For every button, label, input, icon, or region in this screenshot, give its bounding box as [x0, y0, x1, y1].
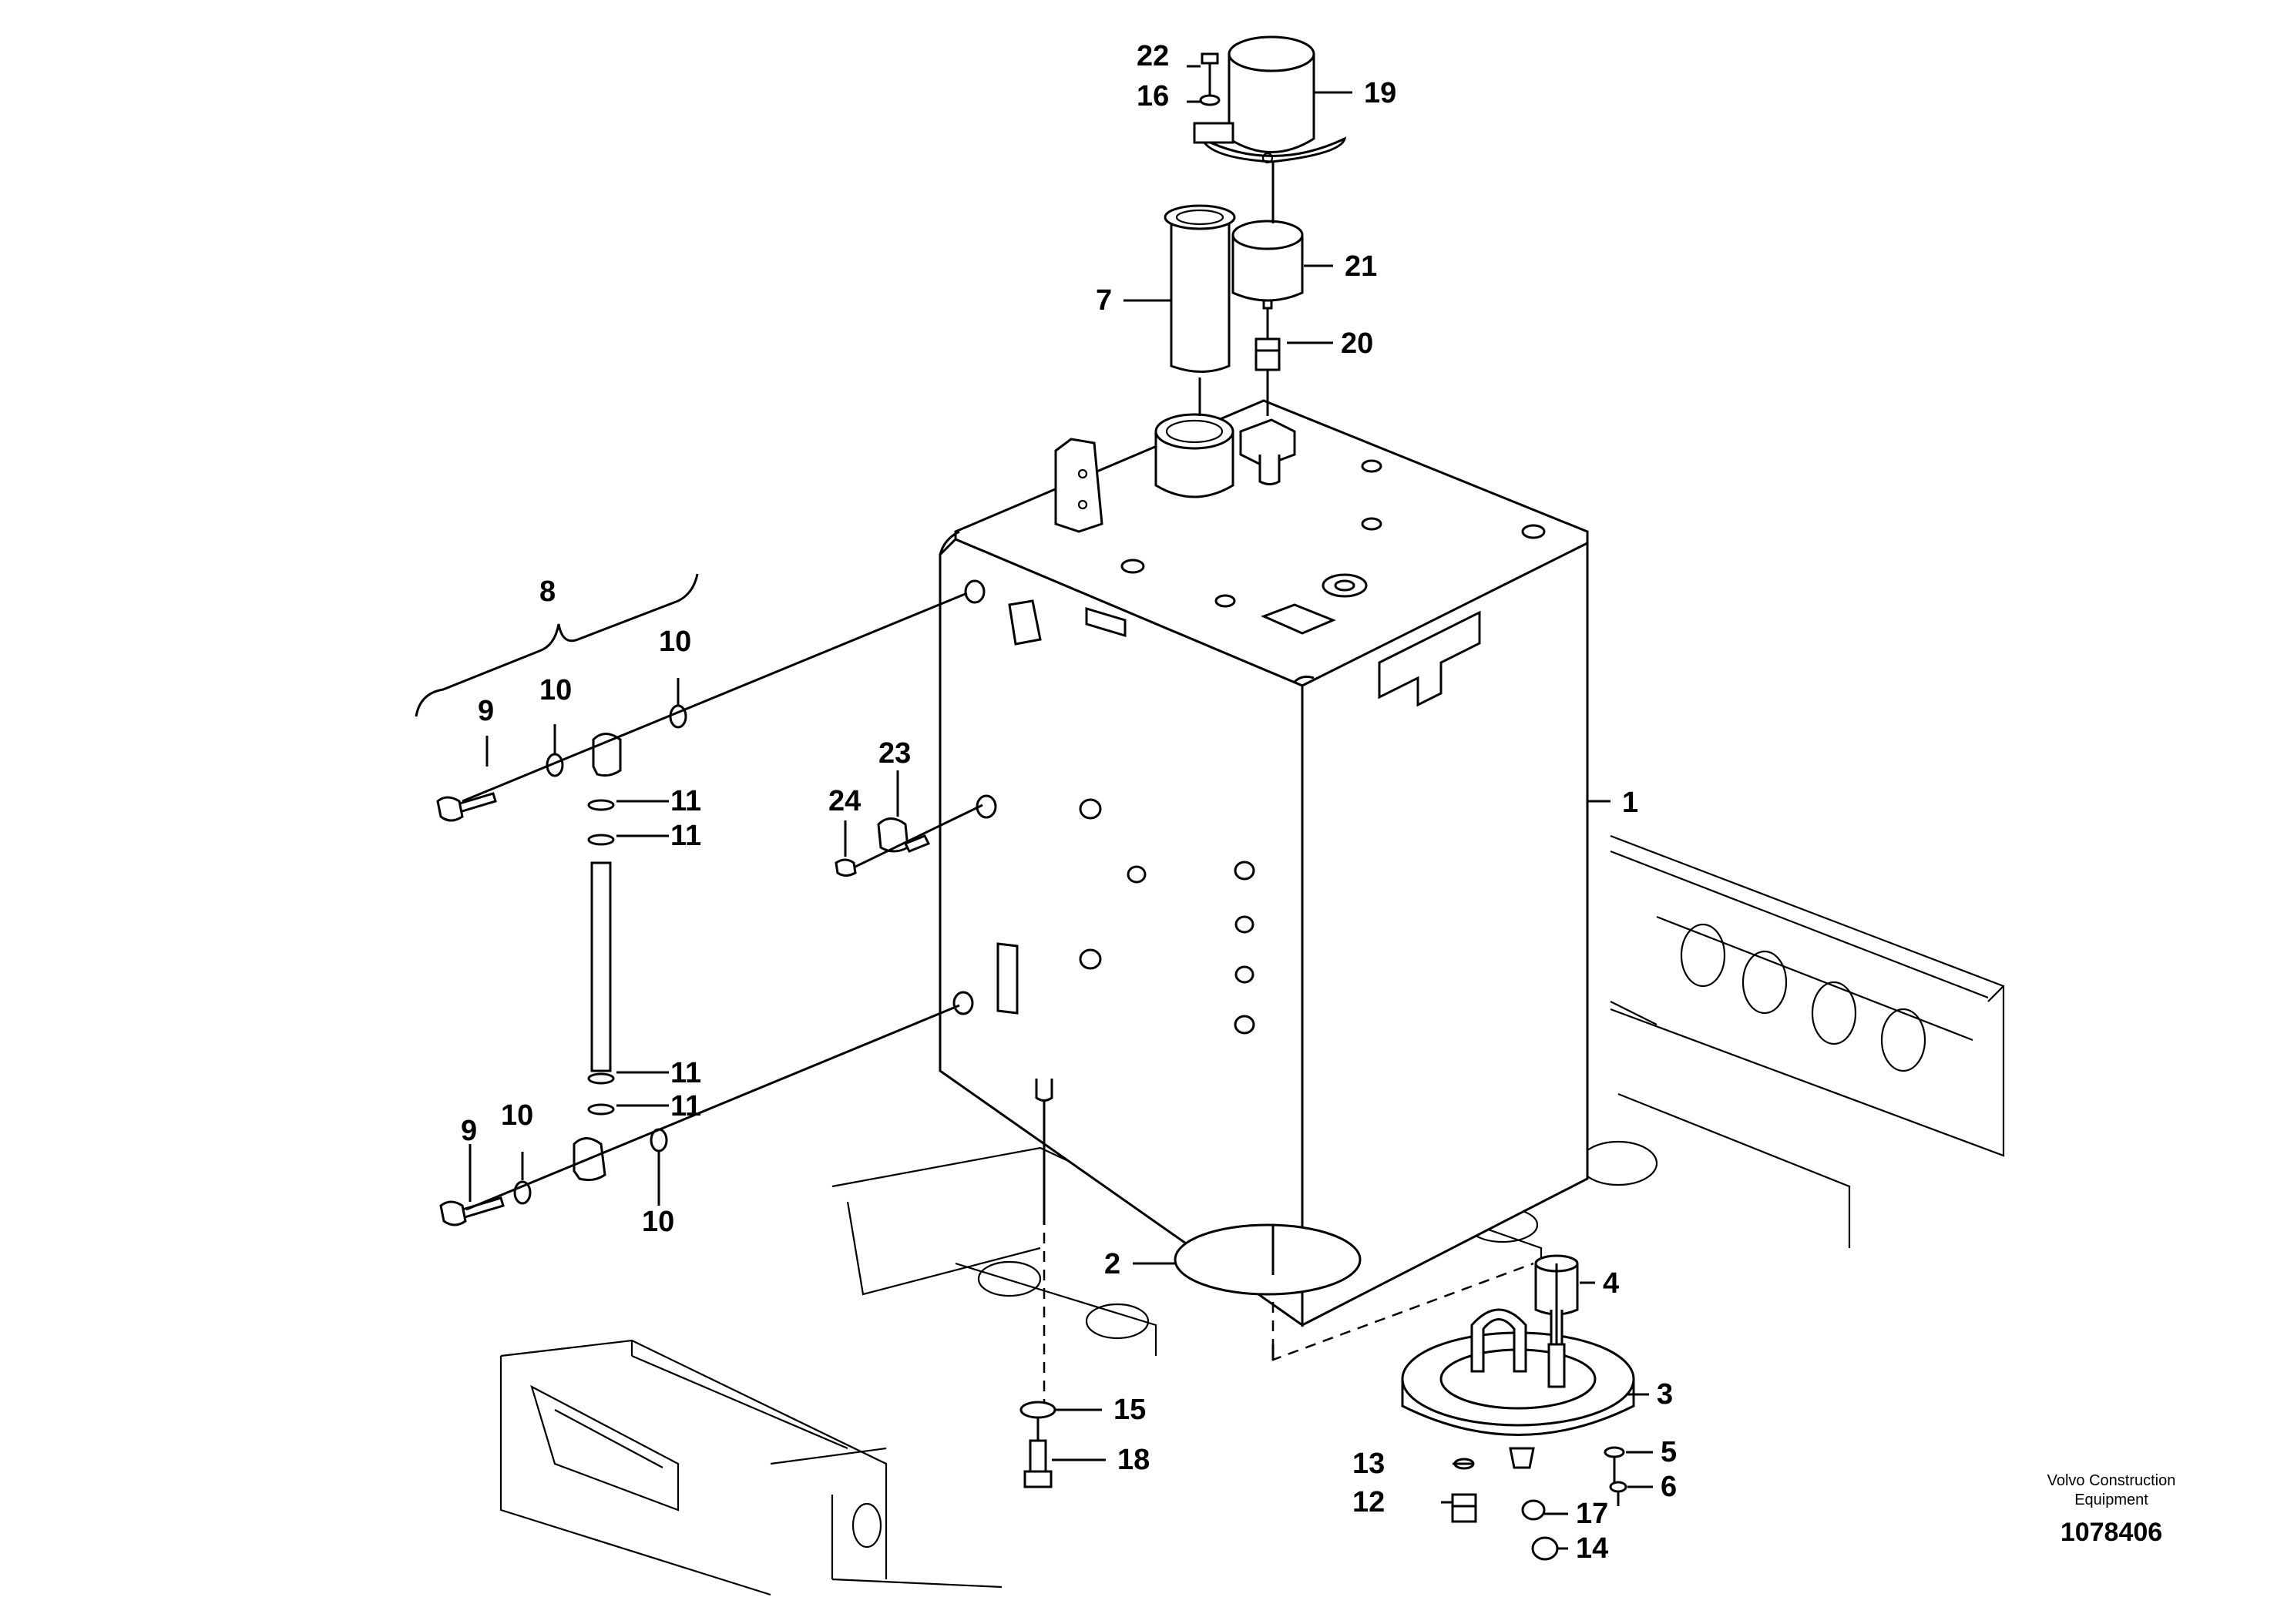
callout-7: 7	[1096, 284, 1112, 317]
callout-9b: 9	[461, 1115, 477, 1147]
callout-10d: 10	[642, 1206, 674, 1238]
callout-21: 21	[1345, 250, 1377, 283]
callout-12: 12	[1352, 1486, 1385, 1518]
callout-23: 23	[878, 737, 911, 770]
screw-6	[1609, 1481, 1627, 1506]
callout-15: 16	[1137, 80, 1169, 112]
callout-6: 6	[1661, 1471, 1677, 1503]
drain-plug-17	[1509, 1447, 1546, 1521]
callout-17: 17	[1576, 1498, 1608, 1530]
callout-10a: 10	[659, 626, 691, 658]
chassis-frame-left	[499, 1146, 1157, 1596]
callout-13: 13	[1352, 1448, 1385, 1480]
callout-24: 24	[828, 785, 861, 817]
strainer-7	[1164, 204, 1236, 373]
callout-2: 2	[1104, 1248, 1120, 1280]
washer-5	[1604, 1446, 1625, 1458]
callout-10b: 10	[539, 674, 572, 706]
washer-15	[1199, 94, 1221, 106]
bolt-18	[1023, 1439, 1053, 1488]
gasket-2	[1174, 1223, 1362, 1296]
level-gauge-8	[415, 573, 699, 1226]
callout-11d: 11	[670, 1090, 701, 1122]
fitting-20	[1254, 337, 1281, 371]
callout-19: 19	[1364, 77, 1396, 109]
plug-16	[1531, 1536, 1559, 1561]
callout-14: 15	[1113, 1394, 1146, 1426]
callout-5: 5	[1661, 1436, 1677, 1468]
brand-line-2: Equipment	[2074, 1491, 2148, 1508]
leader-lines	[462, 65, 1653, 1550]
hydraulic-tank	[939, 399, 1589, 1327]
filter-element-21	[1231, 220, 1304, 310]
washer-14	[1019, 1401, 1056, 1419]
callout-16: 14	[1576, 1532, 1608, 1565]
clamp-23	[877, 817, 931, 853]
callout-11c: 11	[670, 1057, 701, 1089]
callout-8: 8	[539, 575, 556, 608]
callout-10c: 10	[501, 1099, 533, 1132]
nipple-12	[1451, 1493, 1477, 1523]
callout-11b: 11	[670, 820, 701, 852]
callout-11a: 11	[670, 785, 701, 817]
callout-9a: 9	[478, 695, 494, 727]
callout-labels: 22 16 19 21 7 20 8 10 10 9 11 11 23 24 1…	[461, 40, 1677, 1565]
document-number: 1078406	[2061, 1518, 2162, 1547]
callout-1: 1	[1622, 787, 1638, 819]
callout-22: 22	[1137, 40, 1169, 72]
callout-4: 4	[1603, 1267, 1619, 1300]
callout-20: 20	[1341, 327, 1373, 360]
screw-24	[835, 858, 857, 877]
filter-cover-19	[1193, 35, 1347, 164]
brand-line-1: Volvo Construction	[2047, 1472, 2176, 1489]
callout-3: 3	[1657, 1378, 1673, 1411]
cover-3	[1401, 1308, 1635, 1436]
callout-18: 18	[1117, 1444, 1150, 1476]
title-block: Volvo Construction Equipment 1078406	[2047, 1472, 2176, 1547]
